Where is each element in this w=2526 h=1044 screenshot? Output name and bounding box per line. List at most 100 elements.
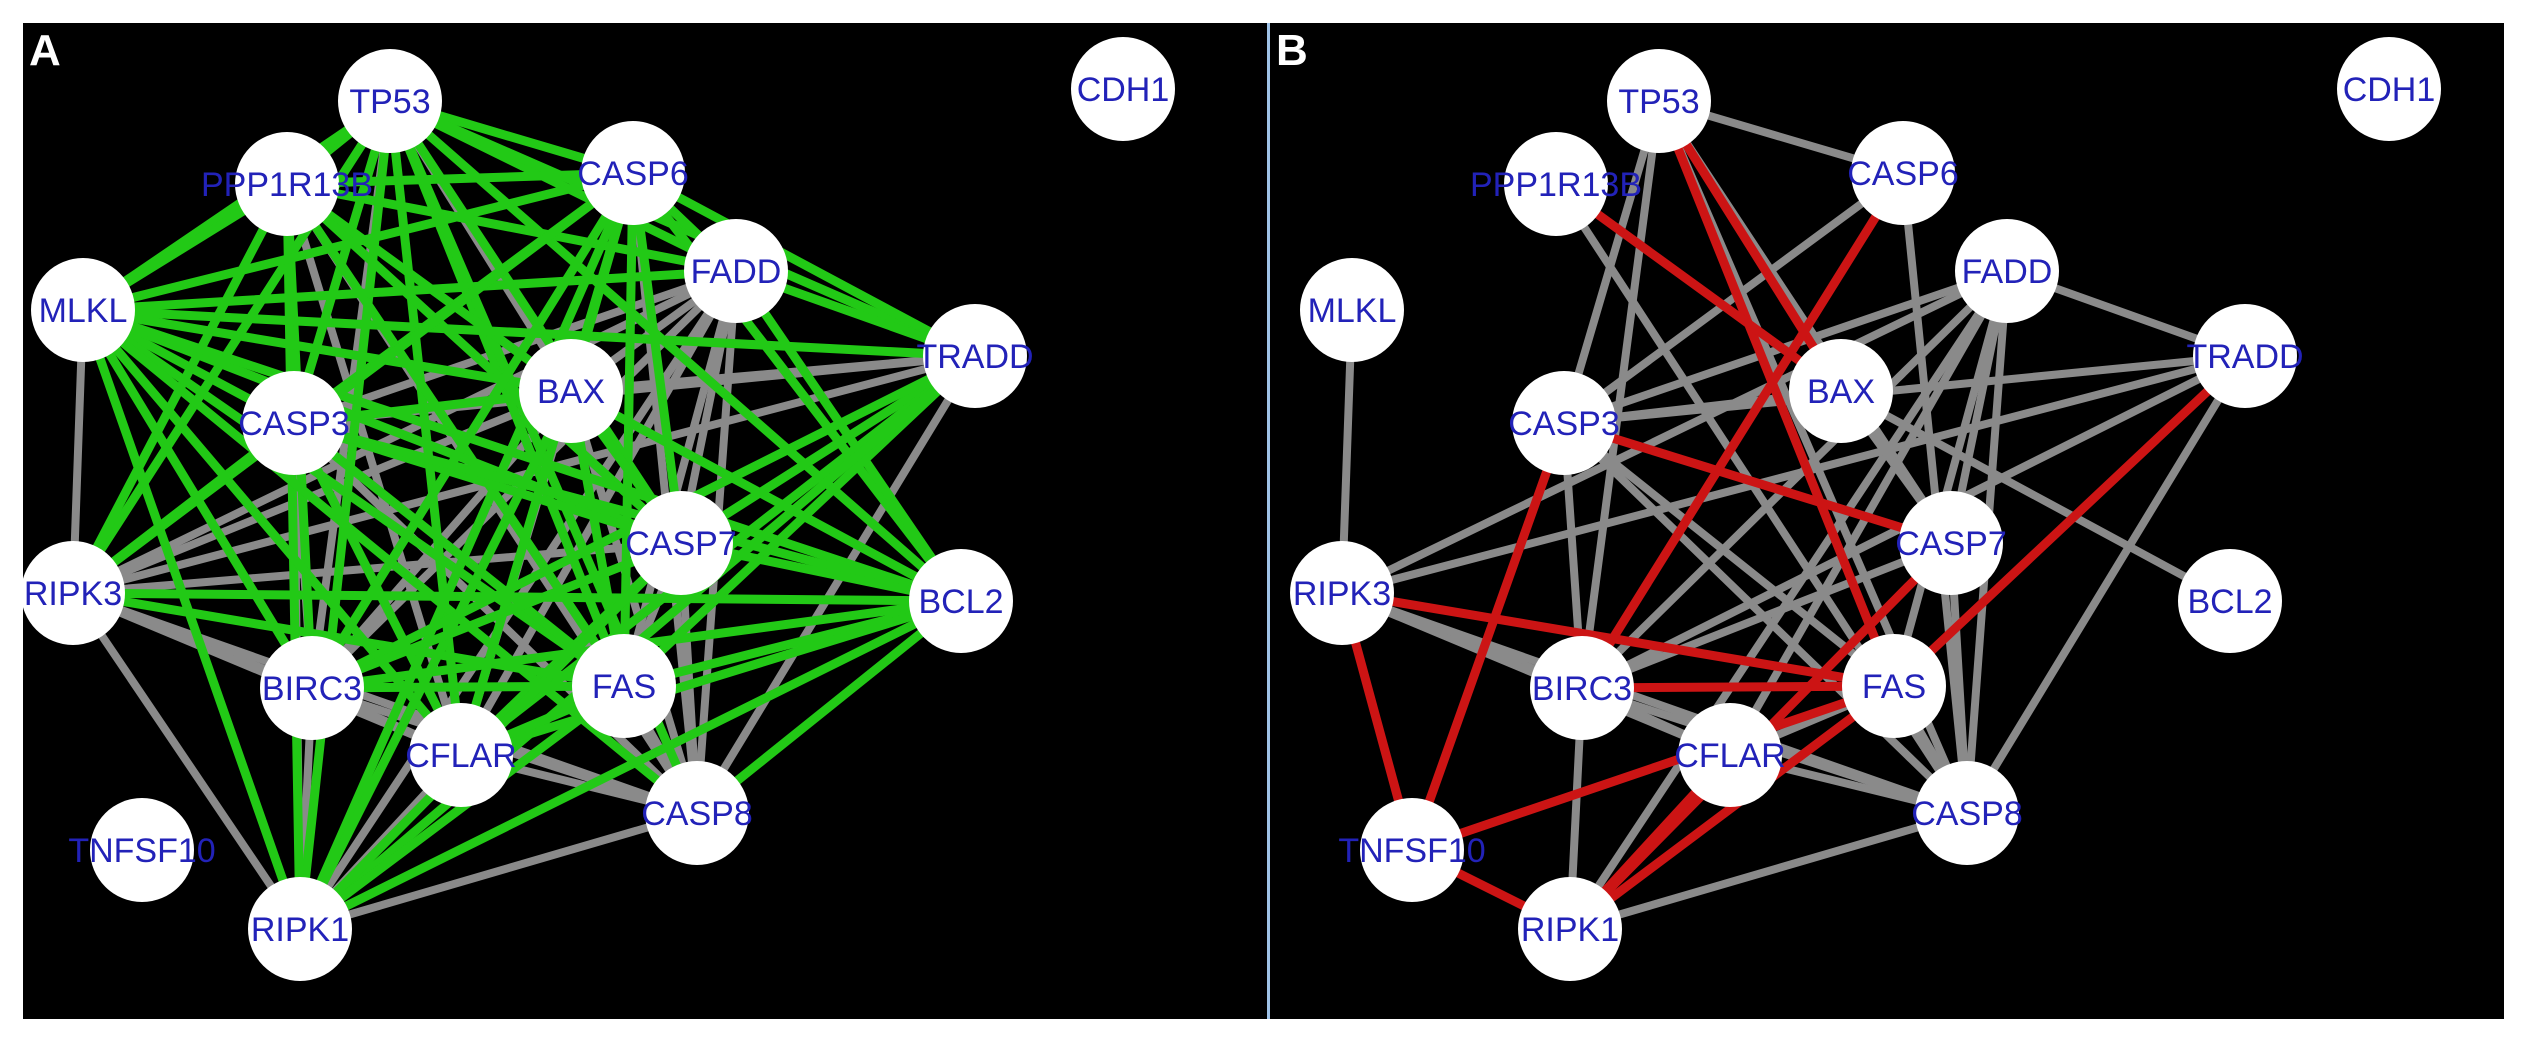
node-circle	[338, 49, 442, 153]
node-label: CASP6	[1847, 155, 1959, 193]
node-casp8: CASP8	[1911, 761, 2023, 865]
node-label: PPP1R13B	[1470, 166, 1642, 204]
node-circle	[235, 132, 339, 236]
edge-fadd-ripk3	[1338, 267, 2011, 597]
node-label: MLKL	[39, 292, 128, 330]
node-circle	[1678, 703, 1782, 807]
node-circle	[645, 761, 749, 865]
edge-tradd-casp7	[676, 351, 980, 548]
node-label: RIPK1	[251, 911, 349, 949]
edge-casp8-ripk1	[296, 809, 701, 933]
edge-fadd-birc3	[1578, 267, 2011, 692]
edge-tradd-ripk3	[1338, 352, 2249, 597]
edge-casp6-birc3	[1577, 168, 1908, 693]
node-circle	[1899, 491, 2003, 595]
node-circle	[572, 634, 676, 738]
node-casp8: CASP8	[641, 761, 753, 865]
node-label: BIRC3	[262, 670, 362, 708]
node-label: CASP3	[238, 405, 350, 443]
node-tradd: TRADD	[916, 304, 1034, 408]
node-tp53: TP53	[338, 49, 442, 153]
edge-ripk3-ripk1	[69, 589, 304, 933]
node-circle	[923, 304, 1027, 408]
edge-fas-ripk1	[1565, 681, 1899, 934]
node-cdh1: CDH1	[1071, 37, 1175, 141]
node-label: RIPK3	[1293, 575, 1391, 613]
edge-casp3-fas	[1560, 419, 1898, 690]
node-label: CASP6	[577, 155, 689, 193]
edge-casp6-casp8	[1899, 169, 1971, 817]
node-circle	[90, 798, 194, 902]
node-label: RIPK1	[1521, 911, 1619, 949]
node-label: CASP7	[625, 525, 737, 563]
node-circle	[2193, 304, 2297, 408]
node-circle	[1504, 132, 1608, 236]
edge-mlkl-casp6	[78, 168, 638, 315]
node-casp3: CASP3	[238, 371, 350, 475]
node-label: FADD	[691, 253, 782, 291]
edge-birc3-fas	[1577, 681, 1899, 693]
node-fadd: FADD	[684, 219, 788, 323]
edge-bax-bcl2	[1837, 387, 2234, 605]
edge-ppp1r13b-fadd	[282, 179, 741, 276]
node-label: FAS	[1862, 668, 1926, 706]
edge-fadd-fas	[1890, 267, 2011, 690]
node-tp53: TP53	[1607, 49, 1711, 153]
node-circle	[1842, 634, 1946, 738]
edge-casp6-bcl2	[628, 168, 966, 606]
node-fas: FAS	[572, 634, 676, 738]
node-circle	[2178, 549, 2282, 653]
edge-mlkl-bcl2	[78, 305, 966, 606]
node-label: CASP7	[1895, 525, 2007, 563]
node-circle	[23, 541, 125, 645]
node-cflar: CFLAR	[1674, 703, 1786, 807]
node-label: FAS	[592, 668, 656, 706]
node-label: TP53	[1618, 83, 1699, 121]
edge-ripk3-fas	[1337, 588, 1899, 691]
node-circle	[684, 219, 788, 323]
node-label: TRADD	[916, 338, 1033, 376]
edge-ppp1r13b-casp6	[282, 168, 638, 189]
node-birc3: BIRC3	[1530, 636, 1634, 740]
edge-mlkl-ripk1	[78, 305, 305, 934]
node-label: CDH1	[1077, 71, 1170, 109]
edge-casp6-tradd	[628, 168, 980, 361]
edge-ripk3-fas	[68, 588, 629, 691]
edge-ripk3-bcl2	[68, 588, 966, 606]
node-label: BCL2	[2187, 583, 2272, 621]
edge-casp7-birc3	[1578, 539, 1955, 692]
edge-birc3-fas	[307, 681, 629, 693]
node-circle	[248, 877, 352, 981]
edge-bcl2-cflar	[456, 596, 966, 760]
node-circle	[1915, 761, 2019, 865]
edge-fas-tnfsf10	[1407, 681, 1899, 855]
node-circle	[909, 549, 1013, 653]
node-mlkl: MLKL	[1300, 258, 1404, 362]
panel-divider	[1267, 23, 1270, 1019]
edge-bcl2-ripk1	[295, 596, 966, 934]
node-label: BAX	[1807, 373, 1875, 411]
edge-tp53-bcl2	[385, 96, 966, 606]
edge-casp6-ripk1	[295, 168, 638, 934]
node-casp3: CASP3	[1508, 371, 1620, 475]
node-cdh1: CDH1	[2337, 37, 2441, 141]
edge-tradd-fas	[1889, 351, 2250, 691]
node-label: BAX	[537, 373, 605, 411]
edge-casp3-tnfsf10	[1407, 418, 1569, 855]
edge-tp53-bax	[1654, 96, 1846, 396]
node-circle	[2337, 37, 2441, 141]
node-circle	[1789, 339, 1893, 443]
node-label: CFLAR	[1674, 737, 1785, 775]
panel-label-b: B	[1276, 26, 1308, 75]
edge-casp6-birc3	[307, 168, 638, 693]
node-label: TNFSF10	[1338, 832, 1485, 870]
edge-bax-bcl2	[566, 386, 966, 606]
edge-casp6-casp7	[628, 168, 686, 548]
panel-label-a: A	[29, 26, 61, 75]
node-mlkl: MLKL	[31, 258, 135, 362]
node-label: PPP1R13B	[201, 166, 373, 204]
node-ppp1r13b: PPP1R13B	[201, 132, 373, 236]
edge-ppp1r13b-bax	[1551, 179, 1846, 396]
